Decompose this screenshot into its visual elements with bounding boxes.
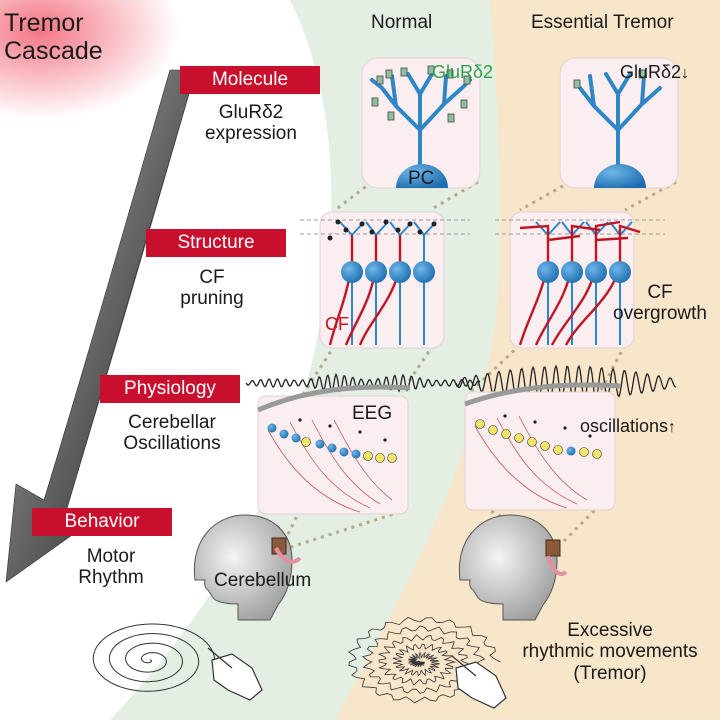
column-header-normal: Normal xyxy=(371,12,433,33)
physiology-panel-normal xyxy=(257,384,411,515)
label-glur-normal: GluRδ2 xyxy=(432,62,494,82)
title-glow xyxy=(0,0,180,120)
label-oscillations: oscillations↑ xyxy=(580,416,677,436)
spiral-icon-tremor xyxy=(348,616,501,704)
hand-pen-icon-tremor xyxy=(451,655,507,709)
physiology-panel-tremor xyxy=(464,382,621,511)
molecule-panel-tremor xyxy=(559,57,679,189)
label-cerebellum: Cerebellum xyxy=(214,570,312,591)
label-pc: PC xyxy=(408,168,435,189)
up-arrow-icon: ↑ xyxy=(668,419,677,436)
tag-physiology: Physiology xyxy=(100,375,240,403)
tag-structure: Structure xyxy=(146,229,286,257)
glur-receptors-tremor xyxy=(573,69,646,89)
title-line-2: Cascade xyxy=(4,37,103,65)
purkinje-dendrite-tremor xyxy=(578,72,662,170)
label-cf: CF xyxy=(325,314,349,334)
label-glur-tremor: GluRδ2↓ xyxy=(620,62,690,82)
title: Tremor Cascade xyxy=(4,9,103,65)
pc-somata-tremor xyxy=(537,261,631,283)
title-line-1: Tremor xyxy=(4,9,84,37)
cascade-arrow xyxy=(5,69,197,583)
structure-panel-normal xyxy=(300,211,470,349)
molecule-panel-normal xyxy=(361,57,481,189)
head-icon-normal xyxy=(193,514,302,621)
hand-pen-icon-normal xyxy=(207,647,263,701)
climbing-fibers-tremor xyxy=(518,220,641,346)
label-eeg: EEG xyxy=(352,403,393,424)
glur-receptors-normal xyxy=(371,65,471,123)
down-arrow-icon: ↓ xyxy=(681,65,690,82)
label-excessive-movements: Excessive rhythmic movements (Tremor) xyxy=(522,620,698,684)
pc-somata-normal xyxy=(341,261,435,283)
climbing-fibers-normal xyxy=(328,235,402,346)
spiral-icon-normal xyxy=(92,623,216,692)
column-header-tremor: Essential Tremor xyxy=(531,12,674,33)
structure-panel-tremor xyxy=(495,211,665,349)
tag-molecule: Molecule xyxy=(180,66,320,94)
tag-behavior: Behavior xyxy=(32,508,172,536)
purkinje-soma-tremor xyxy=(594,164,646,188)
parallel-fiber-dots-normal xyxy=(327,219,437,241)
head-icon-tremor xyxy=(458,514,568,621)
eeg-trace-normal xyxy=(245,372,481,393)
purkinje-soma-normal xyxy=(396,164,448,188)
